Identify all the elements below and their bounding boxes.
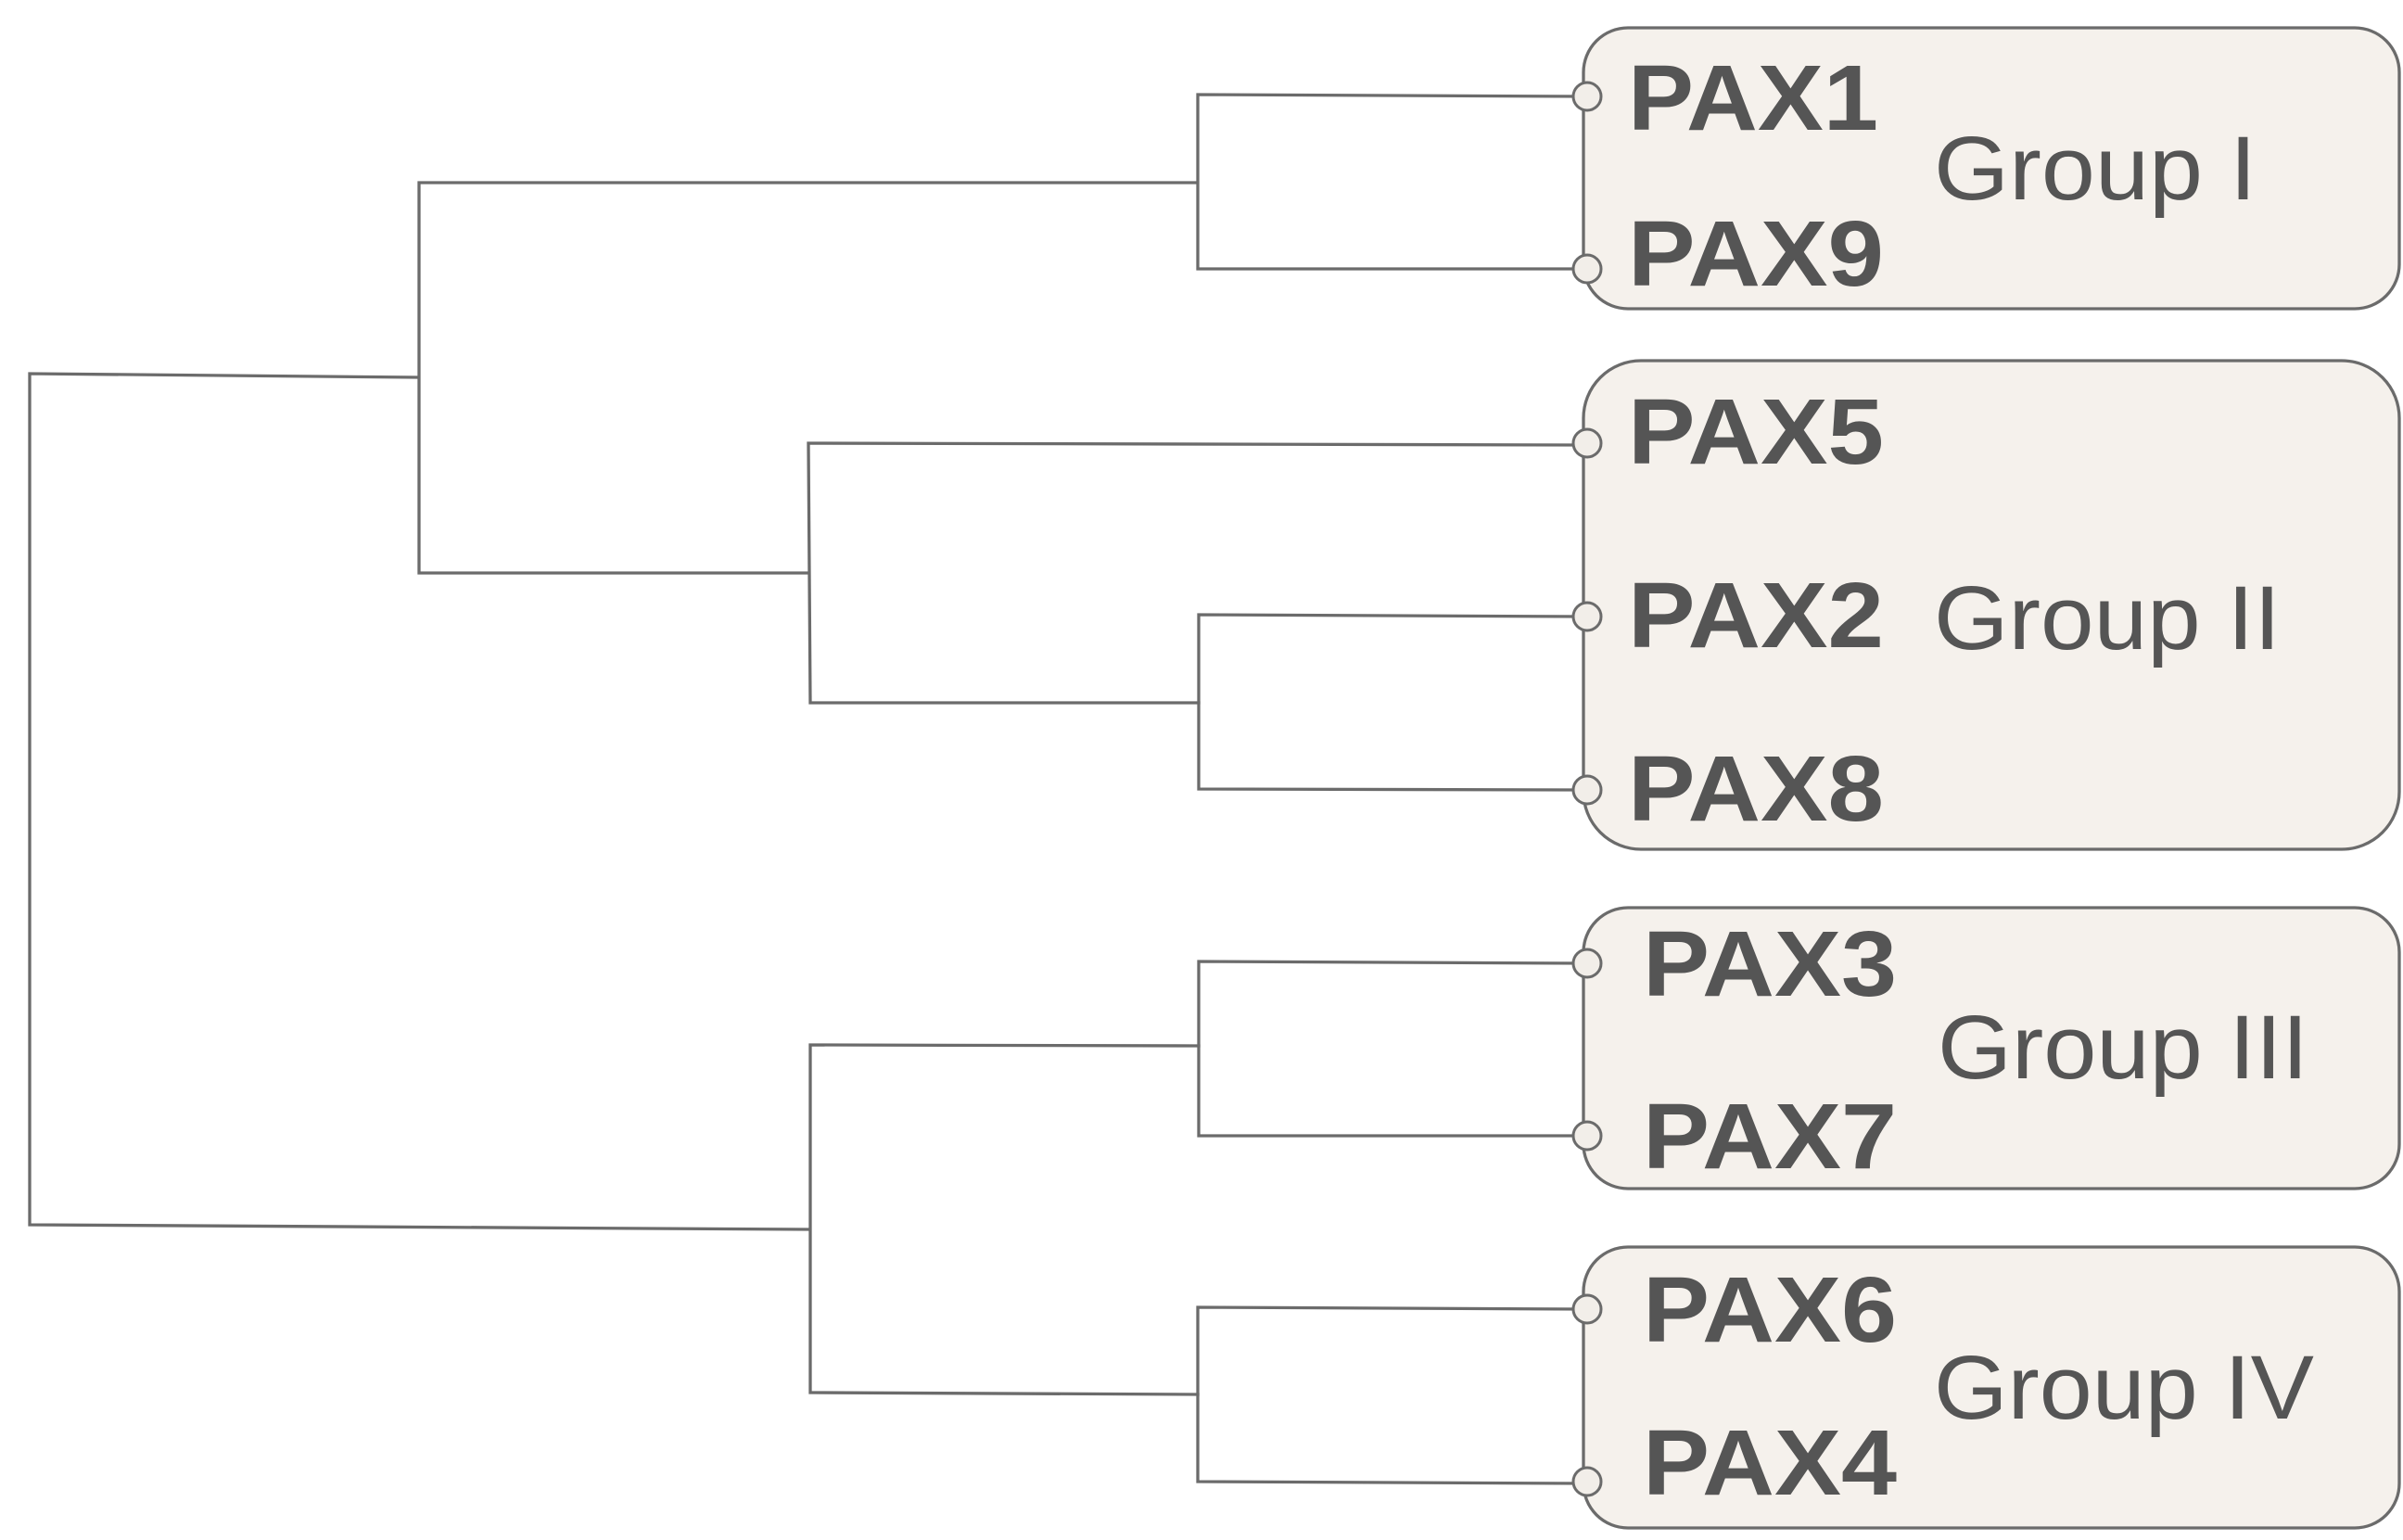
group-label-1: Group I (1934, 118, 2257, 219)
branch-group-2 (807, 441, 1585, 705)
branch-group-4 (1196, 1305, 1585, 1485)
tip-marker-pax5 (1571, 427, 1603, 459)
group-label-4: Group IV (1934, 1337, 2314, 1438)
tip-marker-pax4 (1571, 1466, 1603, 1497)
gene-label-pax2: PAX2 (1628, 564, 1884, 668)
branch-root (28, 372, 810, 1231)
gene-label-pax9: PAX9 (1628, 202, 1884, 306)
group-label-3: Group III (1938, 997, 2308, 1098)
gene-label-pax4: PAX4 (1643, 1411, 1897, 1515)
group-labels: Group I Group II Group III Group IV (1934, 118, 2314, 1438)
tip-marker-pax2 (1571, 601, 1603, 632)
tip-marker-pax6 (1571, 1293, 1603, 1325)
gene-label-pax3: PAX3 (1643, 912, 1897, 1016)
tree-branches (28, 93, 1585, 1485)
tip-markers (1571, 81, 1603, 1497)
gene-label-pax6: PAX6 (1643, 1258, 1897, 1362)
tip-marker-pax9 (1571, 253, 1603, 285)
group-box-1 (1582, 26, 2401, 311)
tip-marker-pax7 (1571, 1120, 1603, 1152)
branch-groups-1-2 (417, 181, 1198, 575)
branch-groups-3-4 (808, 1043, 1201, 1396)
branch-group-1 (1196, 93, 1585, 271)
branch-pax2-pax8 (1197, 613, 1585, 792)
branch-group-3 (1197, 960, 1585, 1138)
gene-label-pax1: PAX1 (1628, 46, 1878, 150)
gene-labels: PAX1 PAX9 PAX5 PAX2 PAX8 PAX3 PAX7 PAX6 … (1628, 46, 1897, 1515)
gene-label-pax7: PAX7 (1643, 1085, 1897, 1189)
group-box-3 (1582, 906, 2401, 1190)
group-label-2: Group II (1934, 567, 2281, 668)
tip-marker-pax1 (1571, 81, 1603, 112)
tip-marker-pax3 (1571, 948, 1603, 979)
tip-marker-pax8 (1571, 774, 1603, 806)
gene-label-pax8: PAX8 (1628, 737, 1884, 841)
group-box-4 (1582, 1245, 2401, 1530)
gene-label-pax5: PAX5 (1628, 380, 1884, 484)
